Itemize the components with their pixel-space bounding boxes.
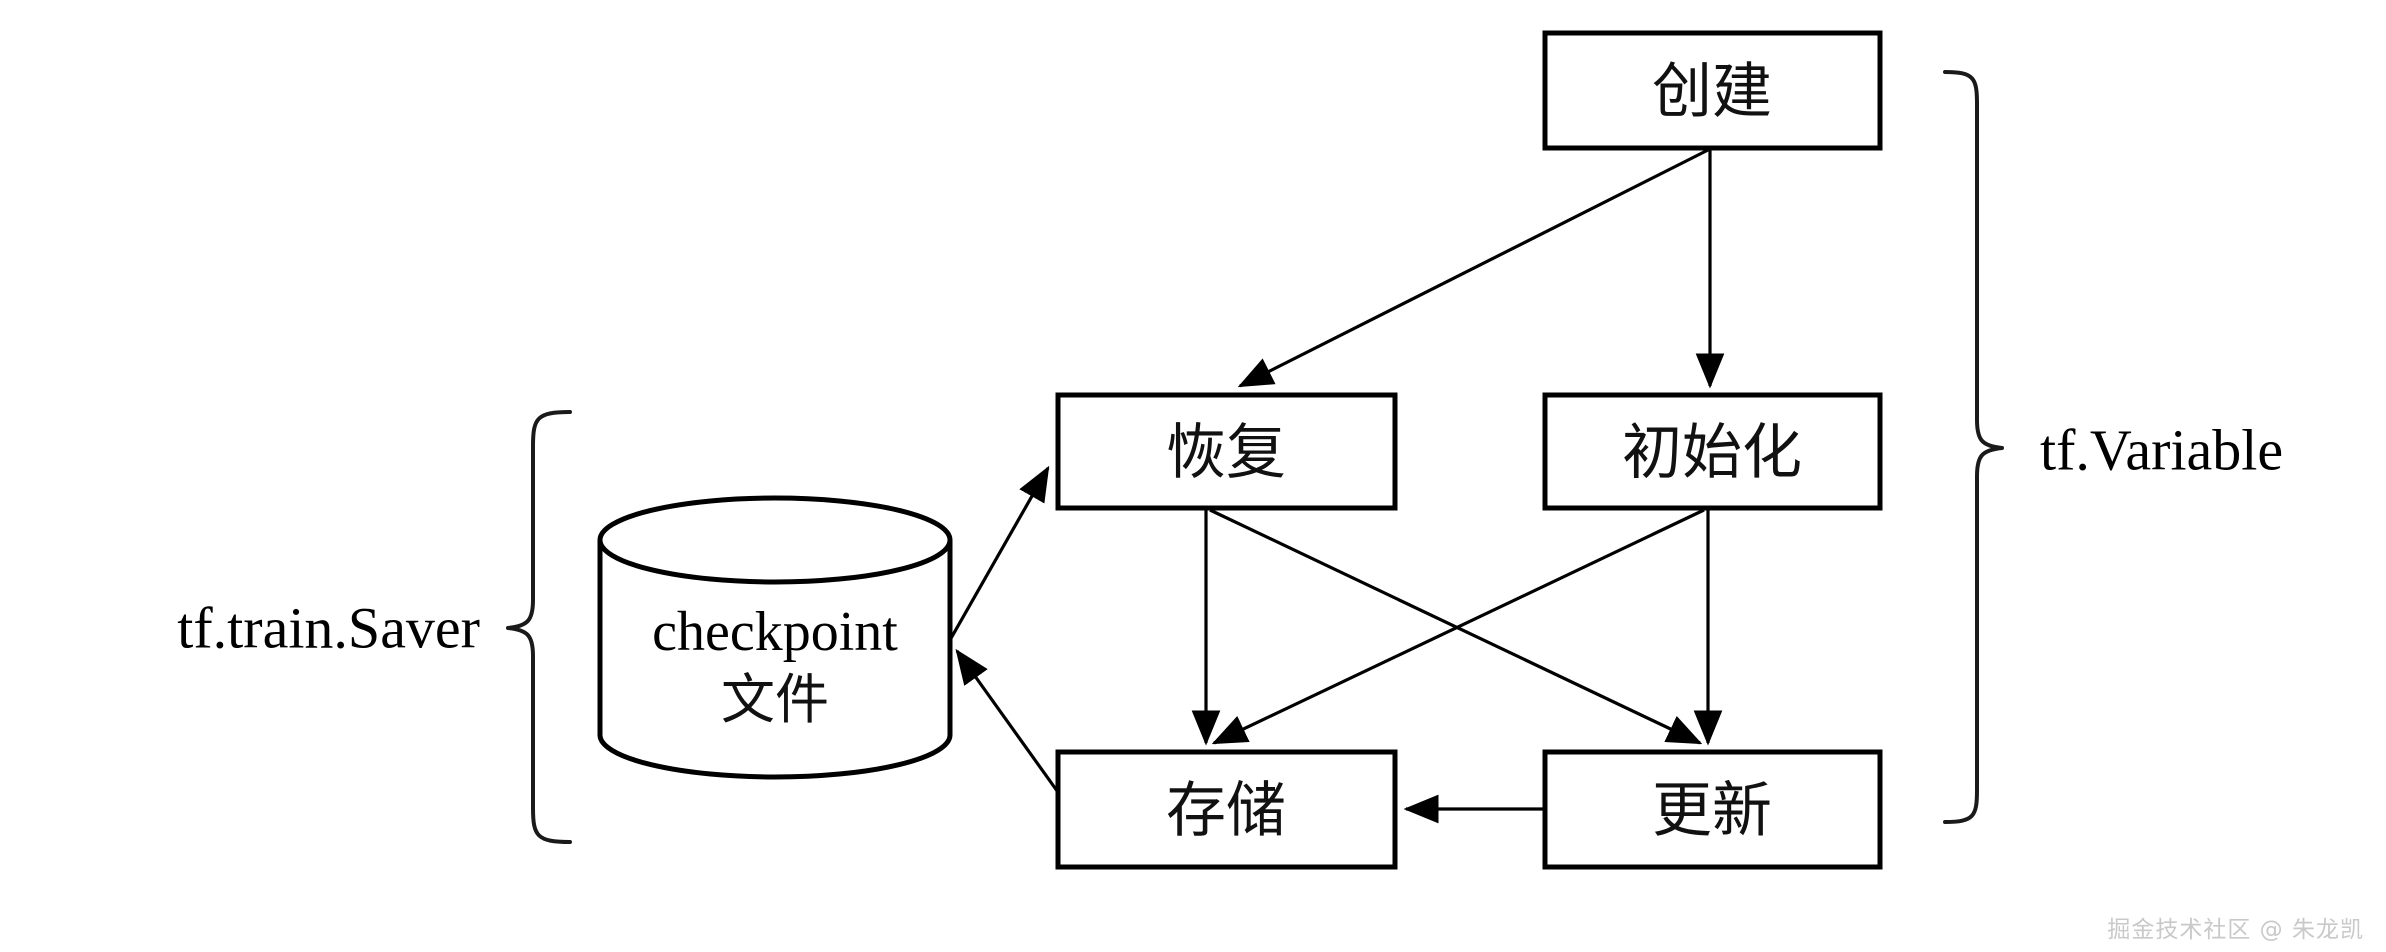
- watermark: 掘金技术社区 @ 朱龙凯: [2107, 917, 2364, 943]
- right-brace: [1943, 70, 2004, 824]
- edge-create-to-restore: [1237, 148, 1709, 388]
- edge-initialize-to-store: [1211, 508, 1705, 745]
- node-update-box: [1542, 749, 1883, 870]
- edge-restore-to-update: [1209, 508, 1703, 745]
- left-brace: [506, 410, 572, 844]
- node-store-label: 存储: [1166, 776, 1286, 846]
- node-restore-label: 恢复: [1166, 418, 1286, 488]
- group-saver: tf.train.Saver: [177, 410, 572, 844]
- node-checkpoint-label-cjk: 文件: [721, 668, 829, 731]
- node-create[interactable]: 创建: [1542, 30, 1883, 151]
- node-restore[interactable]: 恢复: [1055, 392, 1398, 511]
- node-create-label: 创建: [1652, 57, 1772, 127]
- node-checkpoint-cylinder-top: [597, 495, 953, 585]
- group-variable: tf.Variable: [1943, 70, 2283, 824]
- node-store[interactable]: 存储: [1055, 749, 1398, 870]
- group-label-variable: tf.Variable: [2040, 418, 2283, 483]
- node-initialize[interactable]: 初始化: [1542, 392, 1883, 511]
- node-checkpoint-label-en: checkpoint: [652, 601, 898, 663]
- edge-store-to-checkpoint: [955, 648, 1062, 796]
- edge-checkpoint-to-restore: [948, 465, 1050, 641]
- node-update-label: 更新: [1652, 776, 1772, 846]
- node-restore-box: [1055, 392, 1398, 511]
- node-store-box: [1055, 749, 1398, 870]
- edge-layer: [948, 148, 1725, 824]
- node-update[interactable]: 更新: [1542, 749, 1883, 870]
- node-create-box: [1542, 30, 1883, 151]
- node-initialize-box: [1542, 392, 1883, 511]
- node-checkpoint[interactable]: checkpoint 文件: [597, 495, 953, 780]
- group-label-saver: tf.train.Saver: [177, 596, 480, 661]
- node-checkpoint-cylinder-body: [597, 540, 953, 780]
- node-initialize-label: 初始化: [1622, 418, 1802, 488]
